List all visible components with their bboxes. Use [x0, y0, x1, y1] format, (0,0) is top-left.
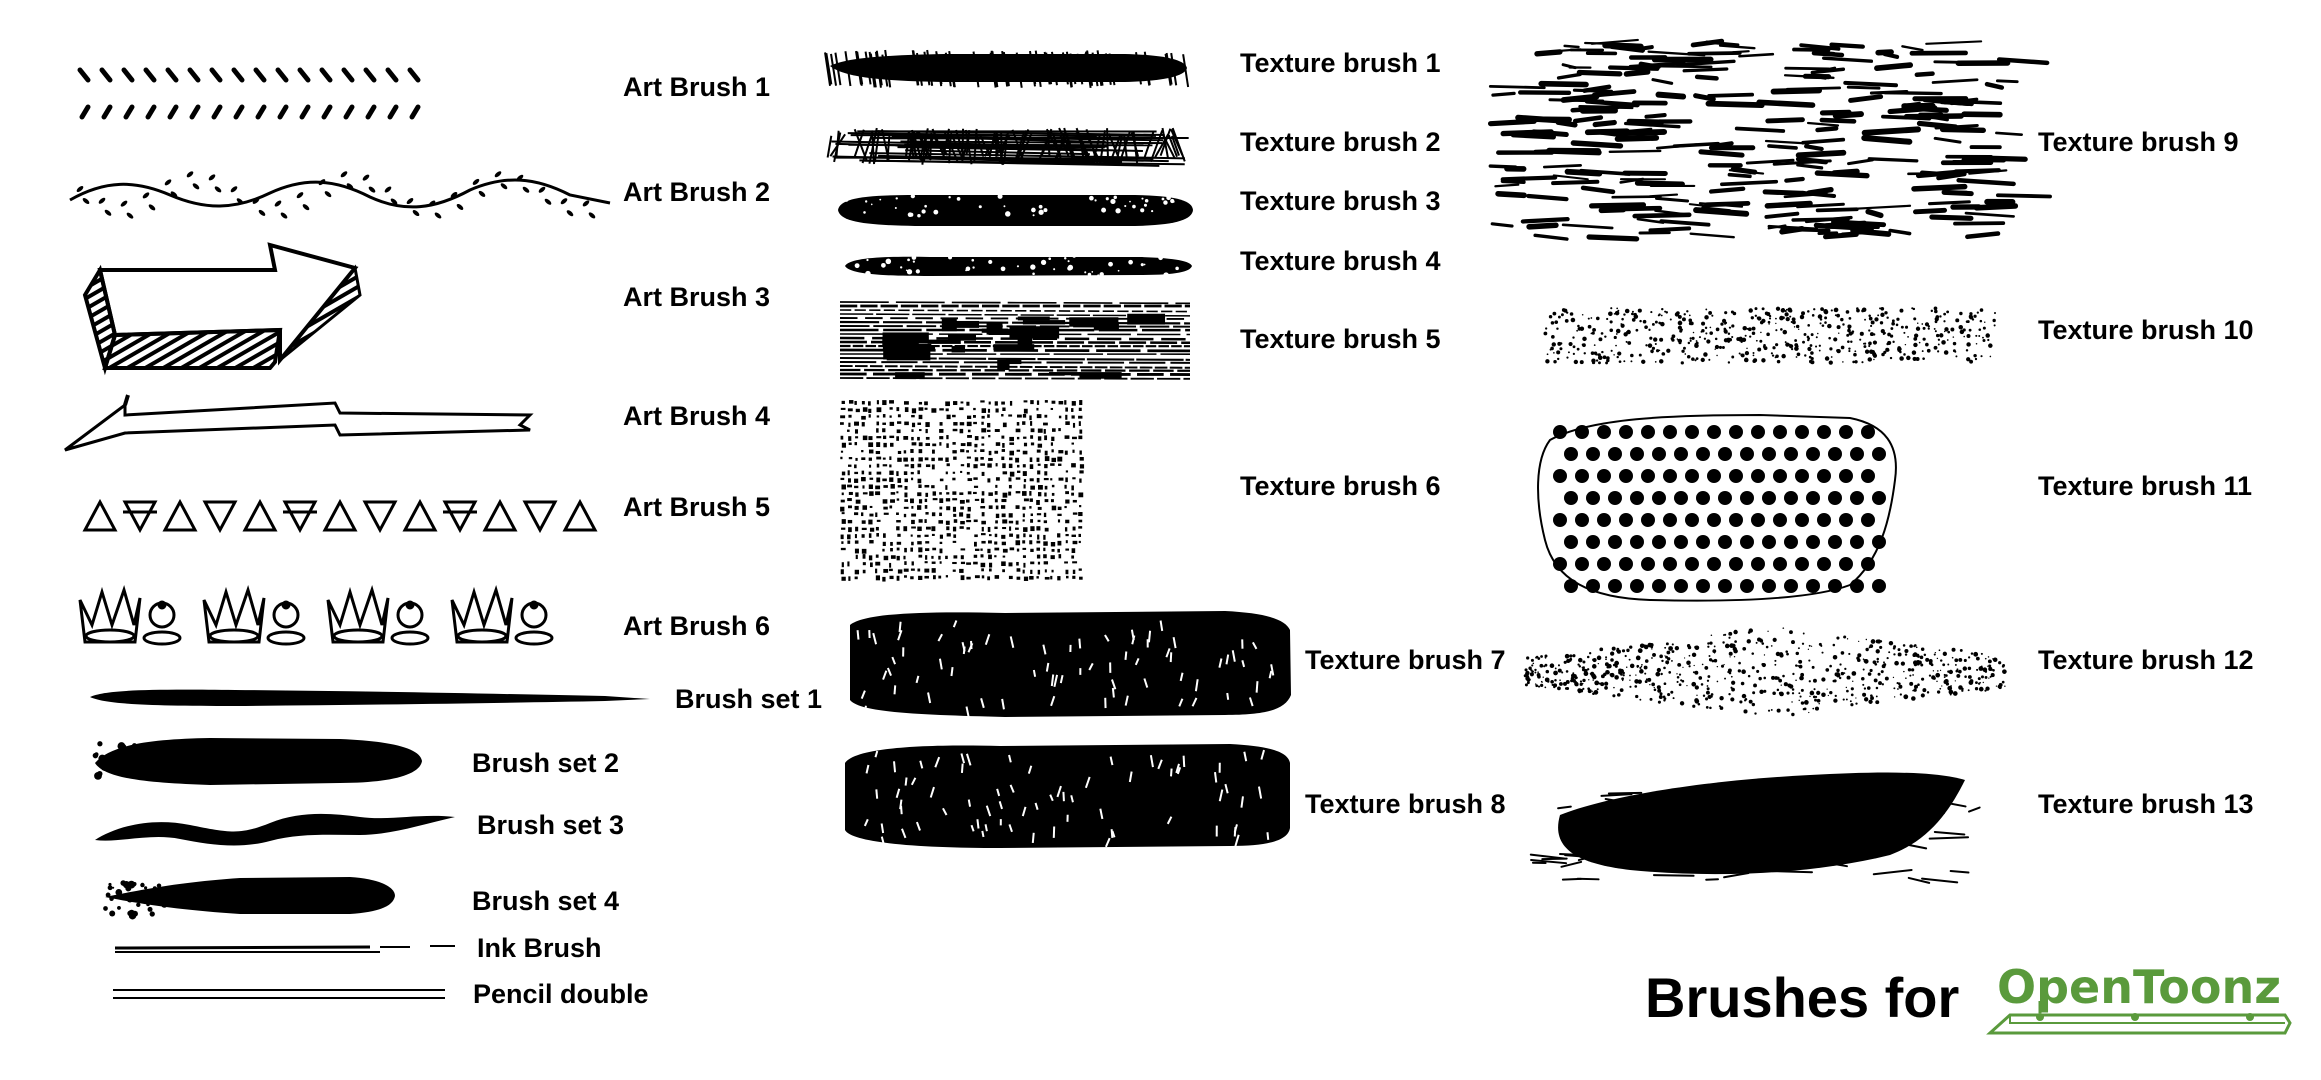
texture-brush-10-label: Texture brush 10 [2038, 315, 2254, 345]
ink-brush-label: Ink Brush [477, 933, 602, 963]
art-brush-5-sample [82, 498, 598, 534]
texture-brush-5-sample [839, 301, 1191, 380]
art-brush-3-sample [82, 242, 362, 376]
texture-brush-8-label: Texture brush 8 [1305, 789, 1506, 819]
texture-brush-7-label: Texture brush 7 [1305, 645, 1506, 675]
texture-brush-10-sample [1543, 306, 1997, 365]
brush-set-3-label: Brush set 3 [477, 810, 625, 840]
texture-brush-1-label: Texture brush 1 [1240, 48, 1441, 78]
texture-brush-7-sample [850, 611, 1291, 717]
pencil-double-sample [113, 989, 445, 999]
texture-brush-13-sample [1529, 772, 1981, 884]
art-brush-2-sample [69, 171, 611, 219]
ink-brush-sample [114, 945, 455, 953]
art-brush-4-label: Art Brush 4 [623, 401, 771, 431]
texture-brush-6-sample [840, 400, 1085, 582]
texture-brush-9-label: Texture brush 9 [2038, 127, 2239, 157]
texture-brush-2-label: Texture brush 2 [1240, 127, 1441, 157]
art-brush-2-label: Art Brush 2 [623, 177, 771, 207]
brush-set-2-label: Brush set 2 [472, 748, 620, 778]
texture-brush-1-sample [824, 49, 1190, 89]
texture-brush-3-sample [838, 193, 1193, 226]
texture-brush-11-label: Texture brush 11 [2038, 471, 2253, 501]
art-brush-1-label: Art Brush 1 [623, 72, 771, 102]
texture-brush-13-label: Texture brush 13 [2038, 789, 2254, 819]
art-brush-1-sample [77, 67, 421, 120]
texture-brush-12-label: Texture brush 12 [2038, 645, 2254, 675]
texture-brush-6-label: Texture brush 6 [1240, 471, 1441, 501]
art-brush-4-sample [64, 394, 534, 452]
texture-brush-9-sample [1487, 38, 2052, 242]
page-title: Brushes for [1645, 966, 1960, 1029]
brush-set-1-sample [90, 689, 650, 706]
brush-set-4-sample [103, 877, 395, 920]
art-brush-6-label: Art Brush 6 [623, 611, 771, 641]
texture-brush-11-sample [1537, 413, 1897, 602]
brush-set-3-sample [95, 813, 455, 846]
art-brush-5-label: Art Brush 5 [623, 492, 771, 522]
texture-brush-4-label: Texture brush 4 [1240, 246, 1441, 276]
texture-brush-4-sample [845, 254, 1192, 278]
art-brush-3-label: Art Brush 3 [623, 282, 771, 312]
texture-brush-3-label: Texture brush 3 [1240, 186, 1441, 216]
texture-brush-2-sample [826, 127, 1189, 167]
art-brush-6-sample [78, 584, 554, 646]
texture-brush-8-sample [845, 744, 1290, 848]
brush-set-2-sample [92, 738, 422, 785]
opentoonz-logo: OpenToonz [1986, 960, 2292, 1035]
texture-brush-5-label: Texture brush 5 [1240, 324, 1441, 354]
svg-text:OpenToonz: OpenToonz [1997, 960, 2281, 1014]
brush-set-1-label: Brush set 1 [675, 684, 823, 714]
pencil-double-label: Pencil double [473, 979, 649, 1009]
brush-set-4-label: Brush set 4 [472, 886, 620, 916]
texture-brush-12-sample [1523, 627, 2007, 717]
